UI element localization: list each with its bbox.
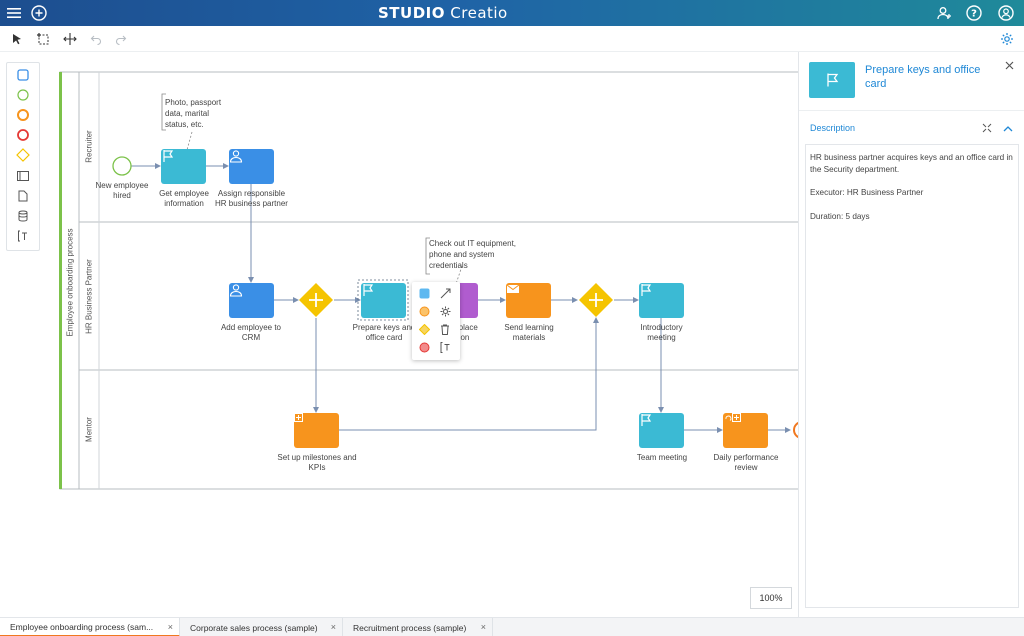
- task-assign-responsible[interactable]: [229, 149, 274, 184]
- diagram-toolbar: [0, 26, 1024, 52]
- add-icon[interactable]: [29, 3, 49, 23]
- redo-icon[interactable]: [112, 30, 130, 48]
- label-send-materials: Send learning materials: [504, 323, 554, 342]
- svg-text:?: ?: [971, 9, 977, 20]
- settings-gear-icon[interactable]: [998, 30, 1016, 48]
- expand-icon: [294, 413, 303, 422]
- palette-end-event-icon[interactable]: [16, 128, 30, 142]
- ctx-append-end-event-icon[interactable]: [419, 342, 431, 354]
- label-assign: Assign responsible HR business partner: [215, 189, 288, 208]
- close-tab-icon[interactable]: ×: [480, 622, 486, 632]
- gateway-1: [299, 283, 333, 317]
- help-icon[interactable]: ?: [964, 3, 984, 23]
- label-workplace: rkplace ation: [452, 323, 478, 342]
- zoom-level-button[interactable]: 100%: [750, 587, 792, 609]
- ctx-text-annotation-icon[interactable]: [440, 342, 452, 354]
- app-header: STUDIO Creatio ?: [0, 0, 1024, 26]
- task-team-meeting[interactable]: [639, 413, 684, 448]
- palette-task-icon[interactable]: [16, 68, 30, 82]
- loop-icon: [725, 413, 741, 422]
- label-new-employee: New employee hired: [95, 181, 149, 200]
- task-workplace[interactable]: [456, 283, 478, 318]
- annotation-employee-data[interactable]: Photo, passport data, marital status, et…: [165, 98, 222, 129]
- user-icon: [229, 150, 243, 163]
- element-context-menu: [412, 282, 460, 360]
- tab-employee-onboarding[interactable]: Employee onboarding process (sam... ×: [0, 618, 180, 636]
- desc-text: HR business partner acquires keys and an…: [810, 153, 1013, 174]
- description-textarea[interactable]: HR business partner acquires keys and an…: [805, 144, 1019, 608]
- label-add-crm: Add employee to CRM: [220, 323, 282, 342]
- space-tool-icon[interactable]: [61, 30, 79, 48]
- lane-label-hr-business-partner: HR Business Partner: [84, 259, 94, 334]
- tab-corporate-sales[interactable]: Corporate sales process (sample) ×: [180, 618, 343, 636]
- task-prepare-keys[interactable]: [361, 283, 406, 318]
- palette-data-store-icon[interactable]: [16, 209, 30, 223]
- element-palette: [6, 62, 40, 251]
- bottom-tab-bar: Employee onboarding process (sam... × Co…: [0, 617, 1024, 636]
- label-daily-review: Daily performance review: [713, 453, 779, 472]
- lasso-select-icon[interactable]: [34, 30, 52, 48]
- palette-intermediate-event-icon[interactable]: [16, 108, 30, 122]
- desc-duration: Duration: 5 days: [810, 211, 870, 221]
- label-team-meeting: Team meeting: [636, 453, 688, 462]
- pointer-icon[interactable]: [8, 30, 26, 48]
- user-icon: [229, 284, 243, 297]
- desc-executor: Executor: HR Business Partner: [810, 188, 924, 197]
- close-tab-icon[interactable]: ×: [330, 622, 336, 632]
- flag-icon: [641, 414, 652, 426]
- annotation-it-equipment[interactable]: Check out IT equipment, phone and system…: [429, 239, 517, 270]
- ctx-delete-trash-icon[interactable]: [440, 324, 452, 336]
- subprocess-daily-performance-review[interactable]: [723, 413, 768, 448]
- properties-panel: Prepare keys and office card Description…: [798, 52, 1024, 617]
- label-prepare-keys: Prepare keys and office card: [350, 323, 418, 343]
- label-intro-meeting: Introductory meeting: [640, 323, 683, 342]
- lane-label-recruiter: Recruiter: [84, 130, 94, 163]
- close-icon[interactable]: [1002, 58, 1016, 72]
- element-type-flag-icon: [809, 62, 855, 98]
- palette-text-annotation-icon[interactable]: [16, 229, 30, 243]
- flag-icon: [641, 284, 652, 296]
- app-logo: STUDIO Creatio: [378, 4, 508, 22]
- ctx-change-type-gear-icon[interactable]: [440, 306, 452, 318]
- chevron-up-icon[interactable]: [1002, 122, 1014, 134]
- expand-section-icon[interactable]: [981, 122, 993, 134]
- pool-label: Employee onboarding process: [65, 228, 75, 337]
- task-get-employee-information[interactable]: [161, 149, 206, 184]
- flag-icon: [363, 284, 374, 296]
- palette-gateway-icon[interactable]: [16, 148, 30, 162]
- lane-label-mentor: Mentor: [84, 417, 94, 442]
- palette-data-object-icon[interactable]: [16, 189, 30, 203]
- profile-icon[interactable]: [996, 3, 1016, 23]
- add-user-icon[interactable]: [934, 3, 954, 23]
- menu-icon[interactable]: [4, 3, 24, 23]
- label-milestones: Set up milestones and KPIs: [277, 453, 357, 472]
- task-add-employee-to-crm[interactable]: [229, 283, 274, 318]
- ctx-connect-icon[interactable]: [440, 288, 452, 300]
- tab-recruitment-process[interactable]: Recruitment process (sample) ×: [343, 618, 493, 636]
- flag-icon: [163, 150, 174, 162]
- palette-lane-icon[interactable]: [16, 169, 30, 183]
- ctx-append-intermediate-event-icon[interactable]: [419, 306, 431, 318]
- section-description-header[interactable]: Description: [810, 123, 856, 133]
- undo-icon[interactable]: [87, 30, 105, 48]
- subprocess-set-up-milestones[interactable]: [294, 413, 339, 448]
- label-get-info: Get employee information: [159, 189, 209, 208]
- close-tab-icon[interactable]: ×: [167, 622, 173, 632]
- ctx-append-gateway-icon[interactable]: [419, 324, 431, 336]
- task-introductory-meeting[interactable]: [639, 283, 684, 318]
- panel-divider: [799, 110, 1024, 111]
- envelope-icon: [506, 284, 520, 293]
- task-send-learning-materials[interactable]: [506, 283, 551, 318]
- panel-title[interactable]: Prepare keys and office card: [865, 64, 981, 90]
- ctx-append-task-icon[interactable]: [419, 288, 431, 300]
- diagram-canvas[interactable]: Employee onboarding process Recruiter HR…: [44, 52, 798, 617]
- gateway-2: [579, 283, 613, 317]
- palette-start-event-icon[interactable]: [16, 88, 30, 102]
